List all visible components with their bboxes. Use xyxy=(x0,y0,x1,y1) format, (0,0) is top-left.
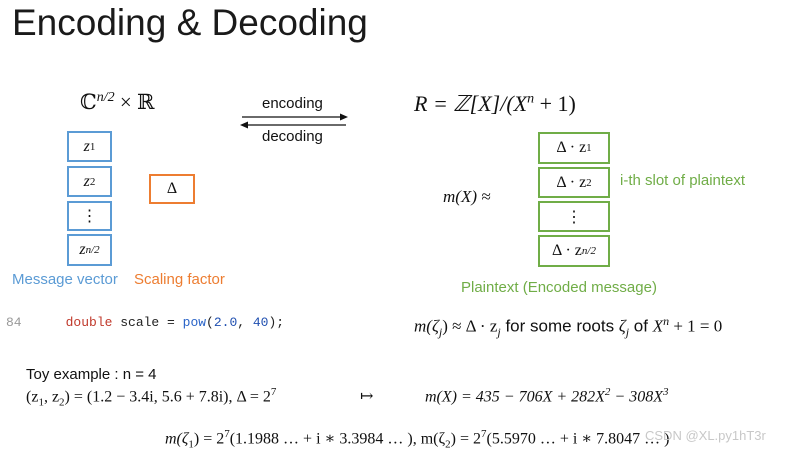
code-func: pow xyxy=(182,315,207,330)
encode-decode-arrows xyxy=(240,113,348,129)
plaintext-caption: Plaintext (Encoded message) xyxy=(461,279,657,296)
slot-sub: 2 xyxy=(586,176,592,189)
mapsto-symbol: ↦ xyxy=(360,388,374,405)
decoding-label: decoding xyxy=(262,128,323,145)
roots-zeta-2: ζ xyxy=(618,316,626,336)
slot-sub: n/2 xyxy=(581,245,596,257)
code-open: ( xyxy=(206,315,214,330)
roots-relation: m(ζj) ≈ Δ · zj for some roots ζj of Xn +… xyxy=(414,314,722,340)
eval1-lhs: m(ζ xyxy=(165,430,189,448)
toy-delta-exp: 7 xyxy=(270,386,277,398)
eval2-rhs: (5.5970 … + i ∗ 7.8047 … ) xyxy=(486,430,670,448)
slot-base: ⋮ xyxy=(81,208,98,225)
slot-base: z xyxy=(83,172,90,190)
code-close: ); xyxy=(268,315,285,330)
roots-X-exp: n xyxy=(663,314,670,328)
slot-caption: i-th slot of plaintext xyxy=(620,172,746,189)
toy-poly-exp2: 2 xyxy=(604,386,611,398)
code-arg1: 2.0 xyxy=(213,315,238,330)
eval2-exp: 7 xyxy=(480,428,487,440)
slot-base: Δ · z xyxy=(552,242,582,259)
toy-poly-mid: − 308X xyxy=(610,388,663,406)
plaintext-slot-ellipsis: ⋮ xyxy=(538,201,610,232)
plaintext-ring-label: R = ℤ[X]/(Xn + 1) xyxy=(414,91,576,117)
eval1-exp: 7 xyxy=(224,428,230,440)
watermark: CSDN @XL.py1hT3r xyxy=(645,428,766,443)
roots-X: X xyxy=(652,316,664,336)
times-symbol: × xyxy=(114,90,137,114)
toy-input: (z1, z2) = (1.2 − 3.4i, 5.6 + 7.8i), Δ =… xyxy=(26,386,276,409)
toy-example-title: Toy example : n = 4 xyxy=(26,366,157,383)
eval1-mid: ) = 2 xyxy=(193,430,225,448)
slide-title: Encoding & Decoding xyxy=(12,2,368,43)
ring-exponent: n xyxy=(527,91,535,107)
slot-sub: 2 xyxy=(89,175,96,188)
eval1-rhs: (1.1988 … + i ∗ 3.3984 … ), m(ζ xyxy=(229,430,446,448)
roots-m-close: ) ≈ Δ · z xyxy=(442,316,498,336)
roots-z-sub: j xyxy=(497,325,501,340)
roots-text-mid: for some roots xyxy=(500,316,619,336)
toy-poly-main: m(X) = 435 − 706X + 282X xyxy=(425,388,605,406)
roots-zeta: ζ xyxy=(431,316,439,336)
roots-text-of: of xyxy=(629,316,653,336)
toy-input-rhs: ) = (1.2 − 3.4i, 5.6 + 7.8i), Δ = 2 xyxy=(64,388,271,406)
complex-exponent: n/2 xyxy=(96,90,115,105)
roots-tail: + 1 = 0 xyxy=(669,316,723,336)
eval2-mid: ) = 2 xyxy=(450,430,481,448)
message-space-label: ℂn/2 × ℝ xyxy=(80,90,154,115)
toy-evaluations: m(ζ1) = 27(1.1988 … + i ∗ 3.3984 … ), m(… xyxy=(165,428,669,451)
roots-zeta-sub-2: j xyxy=(625,325,630,340)
scaling-factor-caption: Scaling factor xyxy=(134,271,225,288)
code-var: scale = xyxy=(112,315,183,330)
slot-sub: n/2 xyxy=(85,244,100,256)
scaling-factor-box: Δ xyxy=(149,174,195,204)
roots-m-open: m( xyxy=(414,316,432,336)
encoding-label: encoding xyxy=(262,95,323,112)
toy-poly-exp3: 3 xyxy=(663,386,669,398)
complex-symbol: ℂ xyxy=(80,90,97,114)
message-slot-ellipsis: ⋮ xyxy=(67,201,112,231)
roots-zeta-sub: j xyxy=(438,325,443,340)
slot-sub: 1 xyxy=(89,140,96,153)
slot-base: z xyxy=(83,137,90,155)
toy-input-sub2: 2 xyxy=(59,396,65,409)
toy-polynomial: m(X) = 435 − 706X + 282X2 − 308X3 xyxy=(425,386,669,406)
code-sep: , xyxy=(237,315,253,330)
code-type-keyword: double xyxy=(65,315,113,330)
ring-lhs: R = ℤ[X]/(X xyxy=(414,91,528,116)
eval1-sub: 1 xyxy=(188,438,194,451)
slot-base: z xyxy=(79,241,86,258)
decoding-arrowhead xyxy=(240,121,248,129)
slot-base: Δ · z xyxy=(556,173,587,191)
real-symbol: ℝ xyxy=(136,90,155,114)
code-snippet: 84 double scale = pow(2.0, 40); xyxy=(6,315,284,330)
code-arg2: 40 xyxy=(252,315,269,330)
toy-input-mid: , z xyxy=(43,388,60,406)
toy-input-sub1: 1 xyxy=(38,396,44,409)
message-vector-caption: Message vector xyxy=(12,271,118,288)
toy-input-lhs: (z xyxy=(26,388,39,406)
m-of-x-approx: m(X) ≈ xyxy=(443,187,491,206)
slot-base: ⋮ xyxy=(566,208,582,226)
encoding-arrowhead xyxy=(340,113,348,121)
line-number: 84 xyxy=(6,315,22,330)
ring-rhs: + 1) xyxy=(534,91,576,116)
slot-base: Δ · z xyxy=(556,139,587,156)
eval2-sub: 2 xyxy=(445,438,451,451)
slot-sub: 1 xyxy=(586,142,592,154)
